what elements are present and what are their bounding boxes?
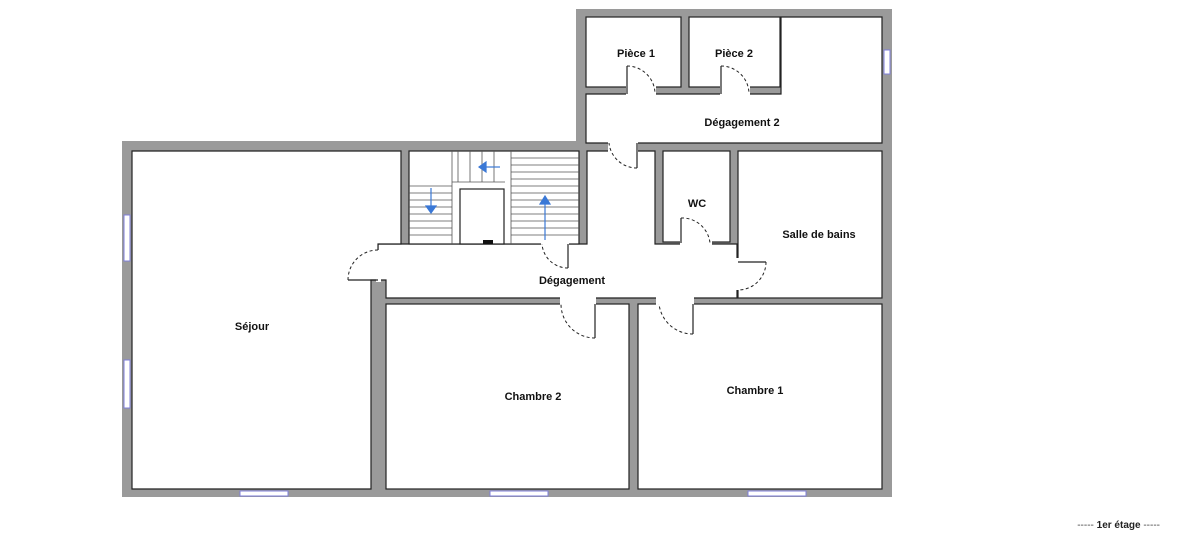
room-chambre2 [385, 303, 630, 490]
level-label: ----- 1er étage ----- [1077, 520, 1160, 531]
label-chambre2: Chambre 2 [505, 391, 562, 403]
label-degagement: Dégagement [539, 275, 605, 287]
label-degagement2: Dégagement 2 [704, 117, 779, 129]
level-dash-left: ----- [1077, 520, 1094, 531]
room-degagement2 [585, 16, 883, 144]
window-sejour-south [239, 490, 289, 497]
room-salle-de-bains [737, 150, 883, 299]
windows [123, 49, 891, 497]
window-sejour-1 [123, 214, 131, 262]
window-chambre1 [747, 490, 807, 497]
label-chambre1: Chambre 1 [727, 385, 784, 397]
window-degagement2 [883, 49, 891, 75]
stair-treads [409, 151, 579, 245]
level-name: 1er étage [1096, 520, 1141, 531]
room-wc [662, 150, 731, 243]
window-sejour-2 [123, 359, 131, 409]
level-dash-right: ----- [1143, 520, 1160, 531]
label-sejour: Séjour [235, 321, 270, 333]
arrow-left-icon [477, 160, 487, 174]
room-piece2 [688, 16, 781, 88]
arrow-up-icon [538, 194, 552, 205]
doors [347, 65, 767, 339]
room-chambre1 [637, 303, 883, 490]
label-piece1: Pièce 1 [617, 48, 655, 60]
stair-direction-arrows [424, 160, 552, 240]
room-labels: Pièce 1 Pièce 2 Dégagement 2 WC Salle de… [235, 48, 856, 403]
arrow-down-icon [424, 205, 438, 215]
label-wc: WC [688, 198, 706, 210]
room-sejour [131, 150, 402, 490]
label-piece2: Pièce 2 [715, 48, 753, 60]
room-piece1 [585, 16, 682, 88]
window-chambre2 [489, 490, 549, 497]
label-salle-de-bains: Salle de bains [782, 229, 855, 241]
